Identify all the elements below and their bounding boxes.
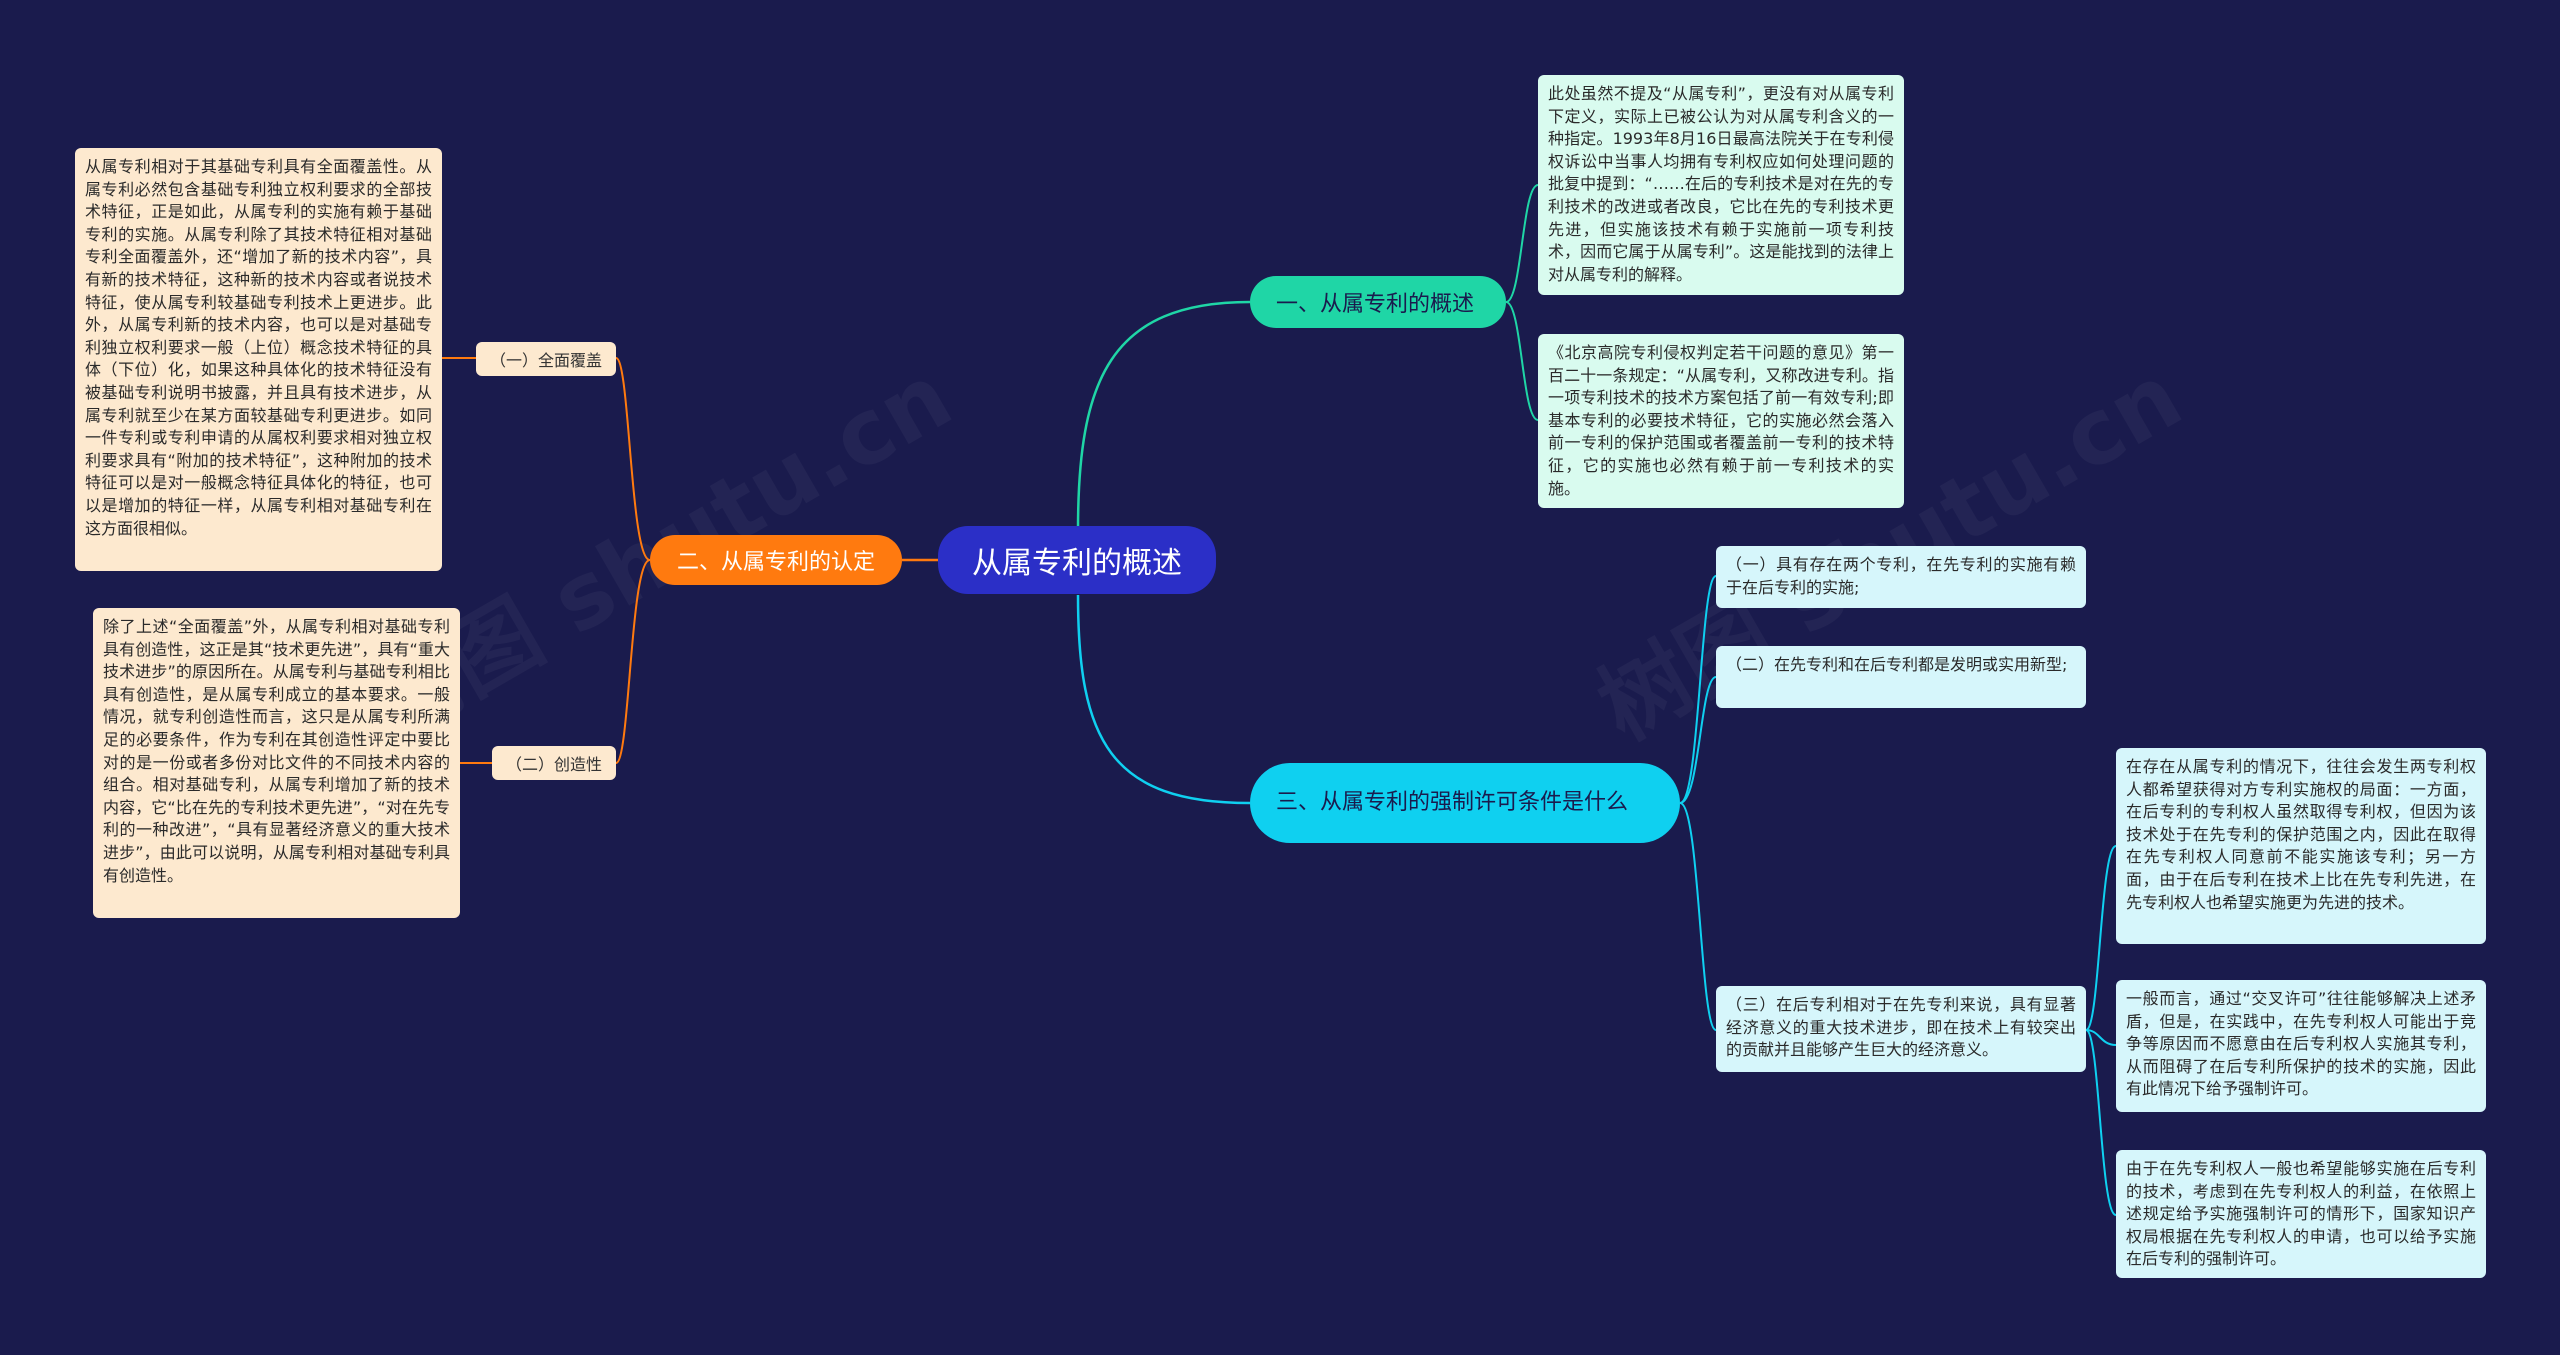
link-s3-t1 <box>2085 845 2117 1031</box>
link-root-b3 <box>1076 594 1251 805</box>
link-root-b1 <box>1076 300 1251 531</box>
text-node[interactable]: 除了上述“全面覆盖”外，从属专利相对基础专利具有创造性，这正是其“技术更先进”，… <box>93 608 460 918</box>
link-b2-s1 <box>615 357 651 561</box>
branch-node-compulsory-license[interactable]: 三、从属专利的强制许可条件是什么 <box>1250 763 1680 843</box>
sub-node-condition[interactable]: （一）具有存在两个专利，在先专利的实施有赖于在后专利的实施; <box>1716 546 2086 608</box>
sub-node-condition[interactable]: （二）在先专利和在后专利都是发明或实用新型; <box>1716 646 2086 708</box>
link-s3-t2 <box>2085 1029 2117 1046</box>
text-node[interactable]: 从属专利相对于其基础专利具有全面覆盖性。从属专利必然包含基础专利独立权利要求的全… <box>75 148 442 571</box>
text-node[interactable]: 一般而言，通过“交叉许可”往往能够解决上述矛盾，但是，在实践中，在先专利权人可能… <box>2116 980 2486 1112</box>
link-b3-s2 <box>1679 676 1717 804</box>
text-node[interactable]: 《北京高院专利侵权判定若干问题的意见》第一百二十一条规定：“从属专利，又称改进专… <box>1538 334 1904 508</box>
sub-node-creativity[interactable]: （二）创造性 <box>492 746 616 780</box>
sub-node-condition[interactable]: （三）在后专利相对于在先专利来说，具有显著经济意义的重大技术进步，即在技术上有较… <box>1716 986 2086 1072</box>
sub-node-full-coverage[interactable]: （一）全面覆盖 <box>476 342 616 376</box>
link-b1-t1 <box>1505 184 1539 303</box>
text-node[interactable]: 由于在先专利权人一般也希望能够实施在后专利的技术，考虑到在先专利权人的利益，在依… <box>2116 1150 2486 1278</box>
branch-node-overview[interactable]: 一、从属专利的概述 <box>1250 276 1506 328</box>
link-b2-s2 <box>615 559 651 764</box>
link-b3-s1 <box>1679 575 1717 804</box>
link-b1-t2 <box>1505 301 1539 421</box>
link-b3-s3 <box>1679 802 1717 1031</box>
text-node[interactable]: 在存在从属专利的情况下，往往会发生两专利权人都希望获得对方专利实施权的局面：一方… <box>2116 748 2486 944</box>
text-node[interactable]: 此处虽然不提及“从属专利”，更没有对从属专利下定义，实际上已被公认为对从属专利含… <box>1538 75 1904 295</box>
root-node[interactable]: 从属专利的概述 <box>938 526 1216 594</box>
link-s3-t3 <box>2085 1029 2117 1216</box>
branch-node-determination[interactable]: 二、从属专利的认定 <box>650 535 902 585</box>
